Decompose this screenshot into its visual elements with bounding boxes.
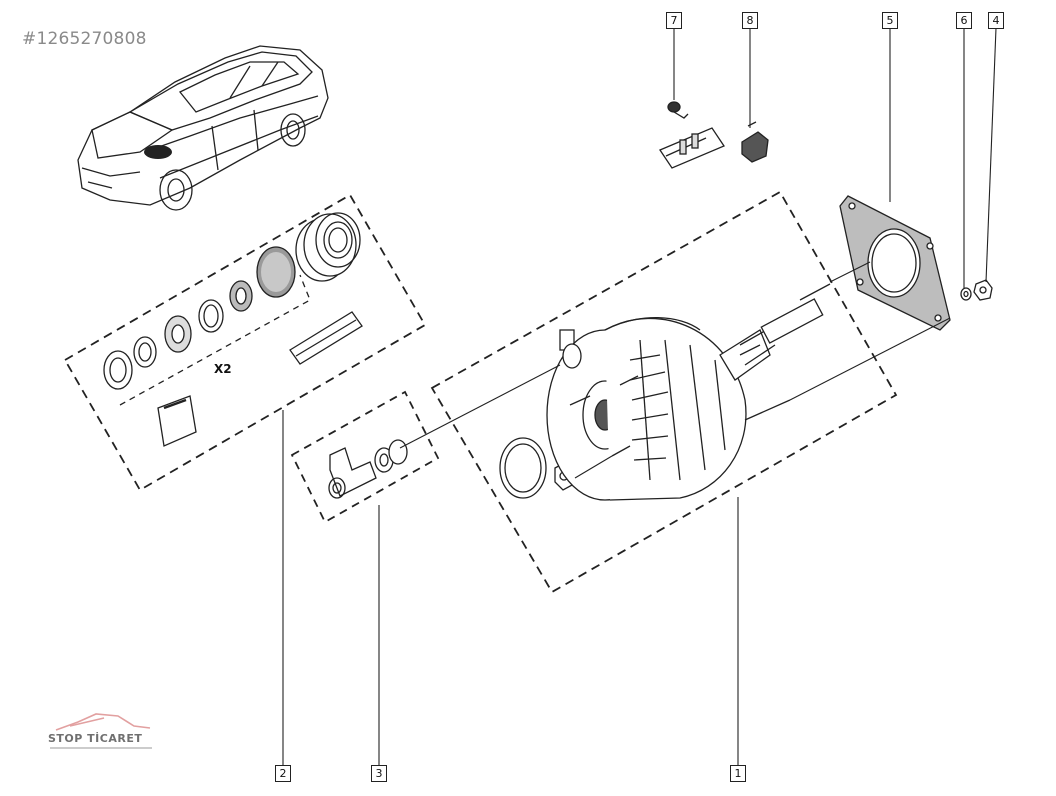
car-illustration [77,45,329,211]
valve-group [290,390,440,524]
callout-2: 2 [275,765,291,782]
callout-5: 5 [882,12,898,29]
seal-kit-group [63,193,427,492]
callout-4: 4 [988,12,1004,29]
brake-booster-group [430,190,898,594]
callout-6: 6 [956,12,972,29]
watermark-text: STOP TİCARET [48,732,143,745]
callout-3: 3 [371,765,387,782]
watermark-logo [50,713,152,749]
reference-id: #1265270808 [22,29,147,49]
mounting-gasket [839,195,951,331]
callout-8: 8 [742,12,758,29]
brake-switch-parts [659,101,769,169]
callout-1: 1 [730,765,746,782]
leader-lines [282,27,997,765]
washer-and-nut [960,279,993,301]
callout-7: 7 [666,12,682,29]
quantity-note: X2 [214,362,232,376]
